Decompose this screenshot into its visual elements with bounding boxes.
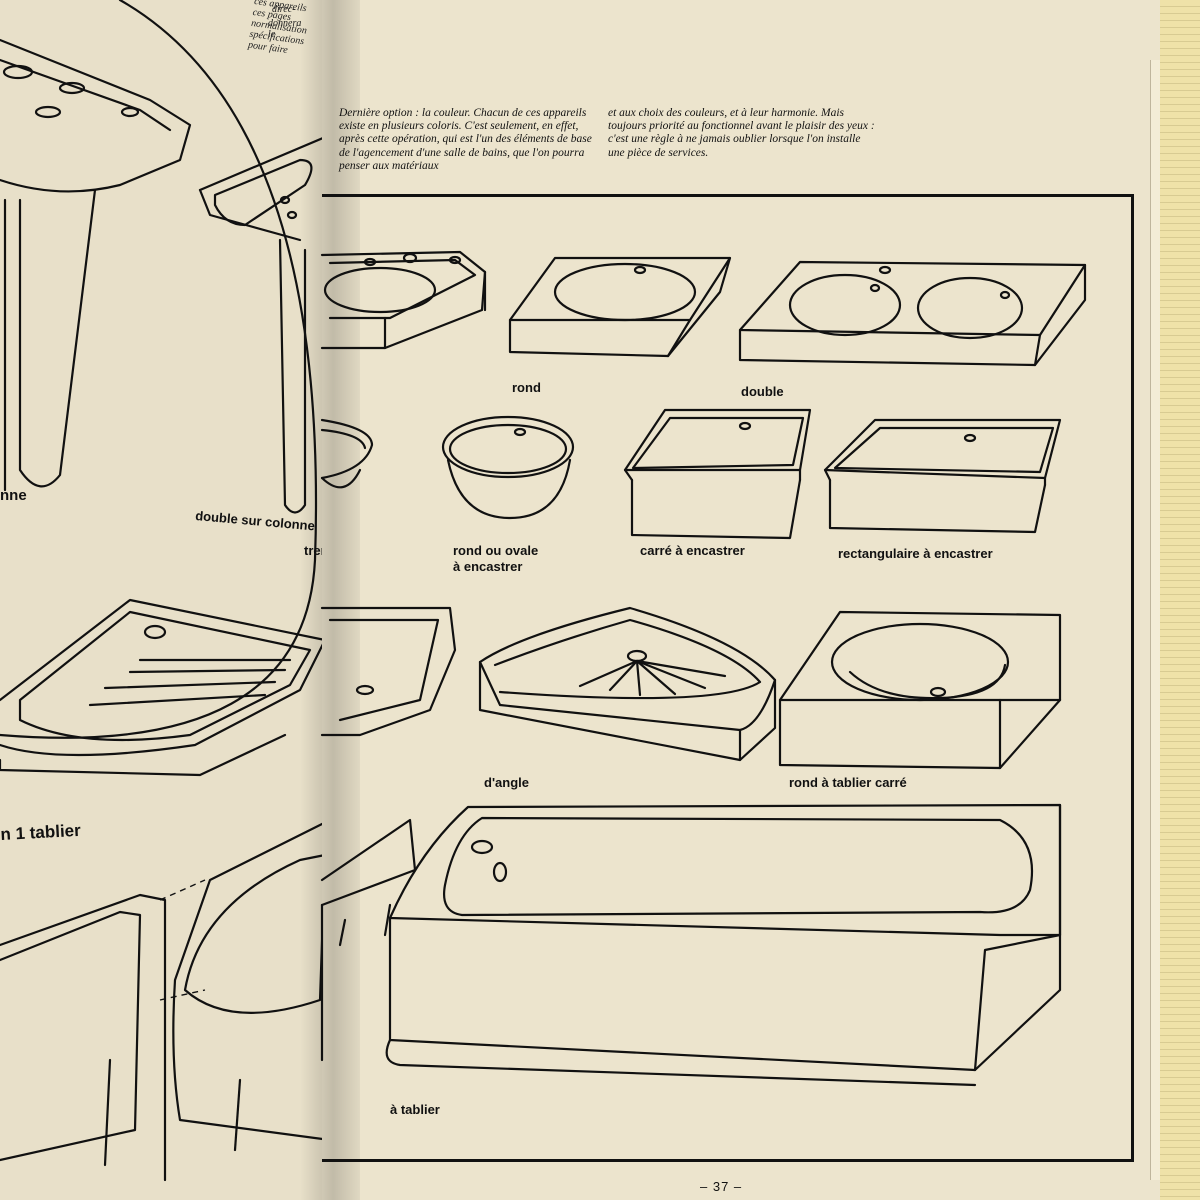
basin-carre [623, 408, 812, 540]
shower-tray-partial [320, 606, 457, 737]
label-rectangulaire-a-encastrer: rectangulaire à encastrer [838, 546, 993, 561]
pedestal-basin [0, 38, 192, 193]
illustration-frame [322, 194, 1134, 1162]
washbasin-rond [508, 256, 732, 358]
label-colonne-fragment: nne [0, 487, 27, 504]
washbasin-left-partial [320, 250, 487, 350]
double-basin-edge [198, 133, 330, 192]
washbasin-double [738, 260, 1087, 367]
frame-arc [0, 0, 318, 739]
page-number: – 37 – [700, 1179, 743, 1194]
label-encastrer-fragment: trer [304, 543, 326, 558]
intro-text-column-1: Dernière option : la couleur. Chacun de … [339, 107, 592, 172]
label-carre-a-encastrer: carré à encastrer [640, 543, 745, 558]
basin-rond-tablier [778, 610, 1062, 770]
label-rond-ou-ovale: rond ou ovale [453, 543, 539, 558]
label-double: double [741, 384, 784, 399]
right-page [322, 0, 1160, 1200]
label-d-angle: d'angle [484, 775, 529, 790]
bathtub-center [172, 818, 330, 1142]
bowl-left-partial [320, 418, 374, 489]
bathtub-left [0, 893, 167, 1182]
left-text-line: direc- [272, 4, 296, 15]
cover-edge [1160, 0, 1200, 1200]
label-rond: rond [512, 380, 541, 395]
left-page-illustrations [0, 0, 330, 1182]
bowl-rond-ovale [441, 415, 575, 520]
pedestal-column [18, 188, 97, 488]
book-spine-shadow [300, 0, 360, 1200]
shower-tray-angle [478, 606, 777, 762]
basin-rectangulaire [823, 418, 1062, 534]
label-a-tablier: à tablier [390, 1102, 440, 1117]
intro-text-column-2: et aux choix des couleurs, et à leur har… [608, 107, 875, 159]
bathtub-tablier [385, 803, 1062, 1087]
shower-tray [0, 598, 327, 757]
left-page: ces appareils ces pages normalisation sp… [0, 0, 330, 1200]
label-a-encastrer: à encastrer [453, 559, 523, 574]
tub-partial-bottom [320, 818, 417, 1062]
left-text-line: donnera le [268, 18, 302, 40]
label-rond-a-tablier-carre: rond à tablier carré [789, 775, 907, 790]
